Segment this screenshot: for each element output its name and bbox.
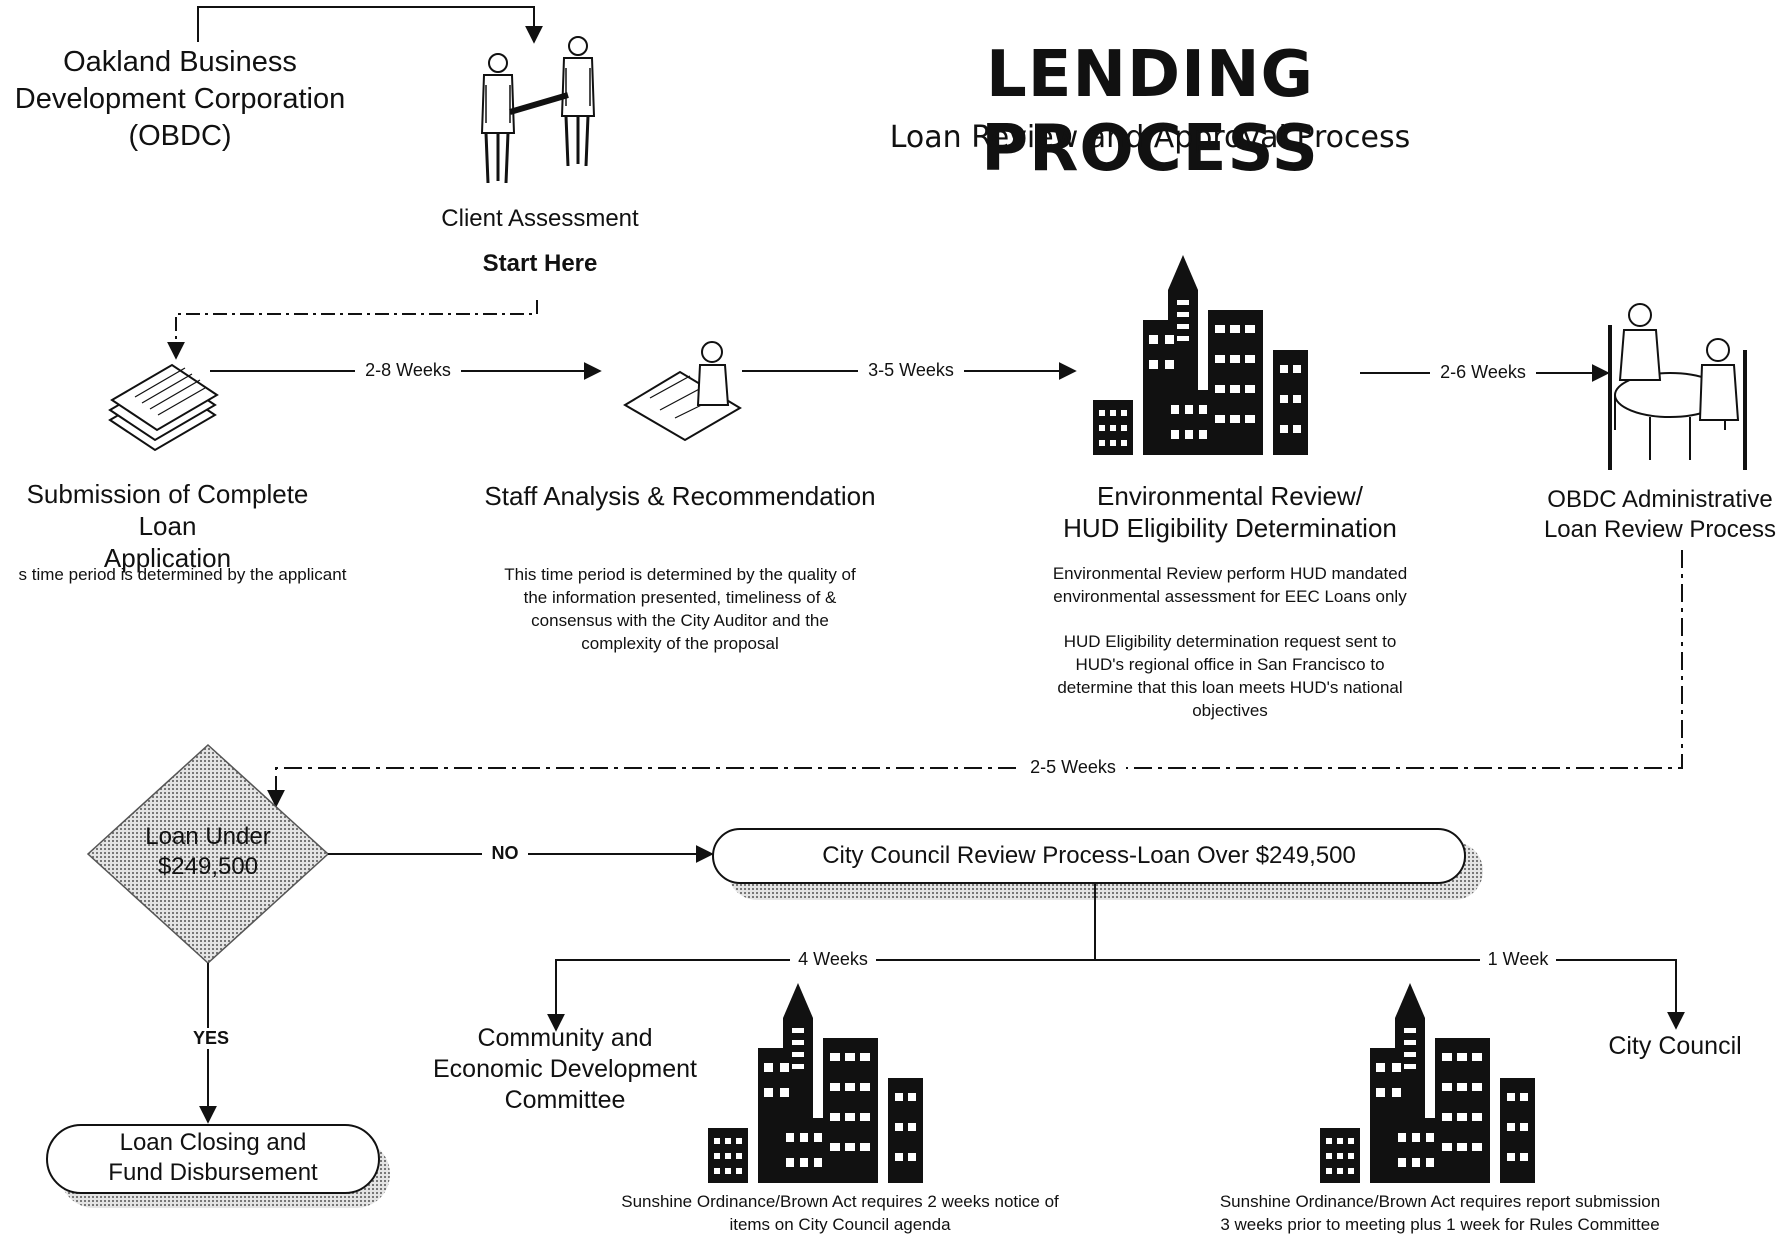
city-buildings-icon xyxy=(1093,255,1308,455)
committee-label: Community and Economic Development Commi… xyxy=(432,1024,697,1114)
duration-label: 2-6 Weeks xyxy=(1430,362,1536,383)
submission-note: s time period is determined by the appli… xyxy=(18,565,347,584)
duration-label: 1 Week xyxy=(1480,949,1556,970)
handshake-icon xyxy=(480,35,596,185)
decision-label: Loan Under $249,500 xyxy=(145,823,271,880)
start-here-label: Start Here xyxy=(482,250,598,277)
client-assessment-label: Client Assessment xyxy=(441,205,639,232)
page-subtitle: Loan Review and Approval Process xyxy=(889,120,1411,155)
city-buildings-icon xyxy=(708,983,923,1183)
staff-analysis-label: Staff Analysis & Recommendation xyxy=(484,481,876,511)
obdc-label: Oakland Business Development Corporation… xyxy=(14,46,346,152)
duration-label: 2-8 Weeks xyxy=(355,360,461,381)
duration-label: 3-5 Weeks xyxy=(858,360,964,381)
obdc-admin-label: OBDC Administrative Loan Review Process xyxy=(1543,486,1777,543)
duration-label: 4 Weeks xyxy=(790,949,876,970)
council-review-box: City Council Review Process-Loan Over $2… xyxy=(712,828,1466,884)
city-council-label: City Council xyxy=(1608,1032,1742,1060)
meeting-table-icon xyxy=(1608,303,1747,470)
duration-label: 2-5 Weeks xyxy=(1020,757,1126,778)
submission-label: Submission of Complete Loan Application xyxy=(26,479,309,573)
sunshine-note-council: Sunshine Ordinance/Brown Act requires re… xyxy=(1219,1192,1661,1234)
sunshine-note-committee: Sunshine Ordinance/Brown Act requires 2 … xyxy=(621,1192,1059,1234)
yes-label: YES xyxy=(184,1028,238,1049)
page-title: LENDING PROCESS xyxy=(981,38,1319,186)
documents-icon xyxy=(108,363,219,452)
no-label: NO xyxy=(482,843,528,864)
city-buildings-icon xyxy=(1320,983,1535,1183)
environmental-review-label: Environmental Review/ HUD Eligibility De… xyxy=(1063,481,1397,543)
environmental-review-note: Environmental Review perform HUD mandate… xyxy=(1052,564,1408,606)
staff-analysis-note: This time period is determined by the qu… xyxy=(504,565,856,653)
analyst-desk-icon xyxy=(623,341,742,442)
loan-closing-box: Loan Closing and Fund Disbursement xyxy=(46,1124,380,1194)
hud-eligibility-note: HUD Eligibility determination request se… xyxy=(1057,632,1403,720)
